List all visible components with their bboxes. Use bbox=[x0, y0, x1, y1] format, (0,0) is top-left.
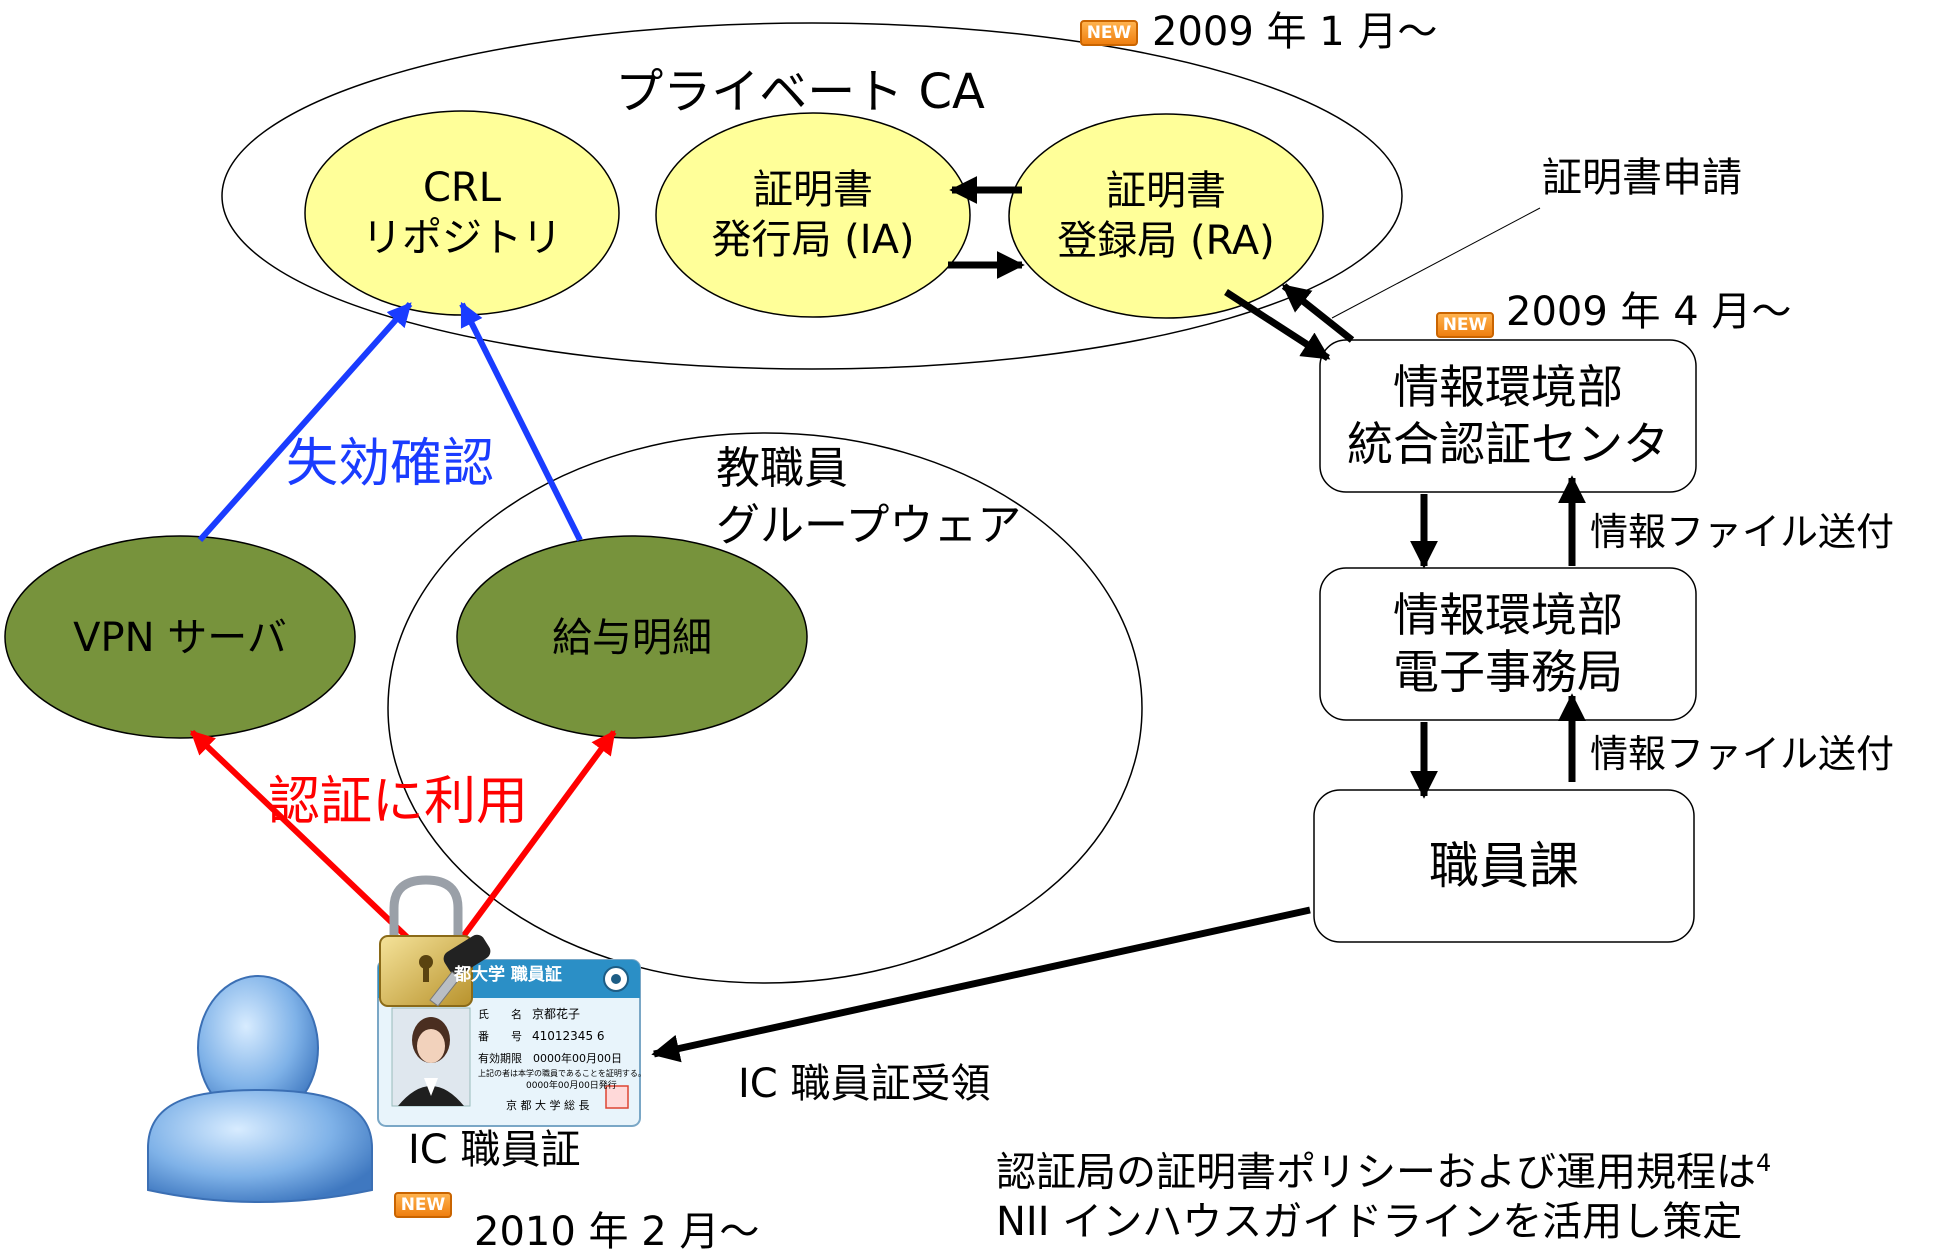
cert-request-leader bbox=[1331, 207, 1541, 319]
private-ca-ellipse bbox=[221, 22, 1403, 370]
footnote-line-1: 認証局の証明書ポリシーおよび運用規程は4 bbox=[996, 1149, 1772, 1196]
card-number-label: 番 号 bbox=[478, 1030, 522, 1043]
footnote-superscript: 4 bbox=[1756, 1149, 1772, 1177]
registration-authority-node bbox=[1008, 113, 1324, 319]
arrow-personnel-to-card bbox=[651, 906, 1311, 1063]
crl-repository-label: CRL リポジトリ bbox=[362, 165, 562, 261]
auth-arrow-vpn bbox=[189, 729, 411, 941]
center-box-label: 情報環境部 統合認証センタ bbox=[1347, 359, 1669, 472]
office-box bbox=[1319, 567, 1697, 721]
registration-authority-label: 証明書 登録局 (RA) bbox=[1057, 168, 1275, 264]
revocation-arrow-payslip bbox=[459, 301, 583, 542]
user-icon bbox=[147, 975, 373, 1203]
personnel-box-label: 職員課 bbox=[1429, 836, 1579, 895]
footnote-text-1: 認証局の証明書ポリシーおよび運用規程は bbox=[996, 1149, 1756, 1196]
padlock-icon bbox=[379, 875, 473, 1007]
new-badge-private-ca: NEW bbox=[1080, 20, 1138, 46]
groupware-ellipse bbox=[387, 432, 1143, 984]
date-ic-card: 2010 年 2 月～ bbox=[474, 1209, 760, 1254]
date-center: 2009 年 4 月～ bbox=[1506, 289, 1792, 335]
card-title: 都大学 職員証 bbox=[454, 965, 562, 985]
card-expiry: 有効期限 0000年00月00日 bbox=[478, 1052, 622, 1065]
private-ca-title: プライベート CA bbox=[615, 64, 985, 120]
issuing-authority-node bbox=[655, 112, 971, 318]
auth-arrow-payslip bbox=[459, 730, 617, 940]
card-issue-date: 0000年00月00日発行 bbox=[526, 1081, 617, 1091]
file-send-label-2: 情報ファイル送付 bbox=[1590, 732, 1895, 776]
issuing-authority-label: 証明書 発行局 (IA) bbox=[711, 167, 915, 263]
card-note: 上記の者は本学の職員であることを証明する。 bbox=[478, 1069, 646, 1078]
payslip-node bbox=[456, 535, 808, 739]
used-for-auth-label: 認証に利用 bbox=[268, 772, 529, 832]
card-president: 京 都 大 学 総 長 bbox=[506, 1099, 590, 1112]
new-badge-ic-card: NEW bbox=[394, 1192, 452, 1218]
card-name: 京都花子 bbox=[532, 1007, 581, 1021]
vpn-server-node bbox=[4, 535, 356, 739]
footnote-line-2: NII インハウスガイドラインを活用し策定 bbox=[996, 1199, 1743, 1245]
card-number: 41012345 6 bbox=[532, 1029, 605, 1043]
cert-request-label: 証明書申請 bbox=[1542, 155, 1742, 201]
new-badge-center: NEW bbox=[1436, 312, 1494, 338]
office-box-label: 情報環境部 電子事務局 bbox=[1393, 587, 1623, 700]
revocation-arrow-vpn bbox=[197, 302, 413, 542]
personnel-box bbox=[1313, 789, 1695, 943]
groupware-title: 教職員 グループウェア bbox=[716, 443, 1022, 552]
arrow-ra-to-center bbox=[1224, 289, 1331, 361]
key-icon bbox=[429, 934, 491, 1007]
card-name-label: 氏 名 bbox=[478, 1008, 522, 1021]
date-private-ca: 2009 年 1 月～ bbox=[1152, 9, 1438, 55]
file-send-label-1: 情報ファイル送付 bbox=[1590, 510, 1895, 554]
vpn-server-label: VPN サーバ bbox=[73, 615, 287, 661]
ic-card-label: IC 職員証 bbox=[408, 1127, 581, 1173]
arrow-center-to-ra bbox=[1281, 283, 1355, 343]
ic-receipt-label: IC 職員証受領 bbox=[738, 1061, 991, 1107]
payslip-label: 給与明細 bbox=[552, 615, 712, 661]
revocation-check-label: 失効確認 bbox=[286, 434, 495, 494]
center-box bbox=[1319, 339, 1697, 493]
